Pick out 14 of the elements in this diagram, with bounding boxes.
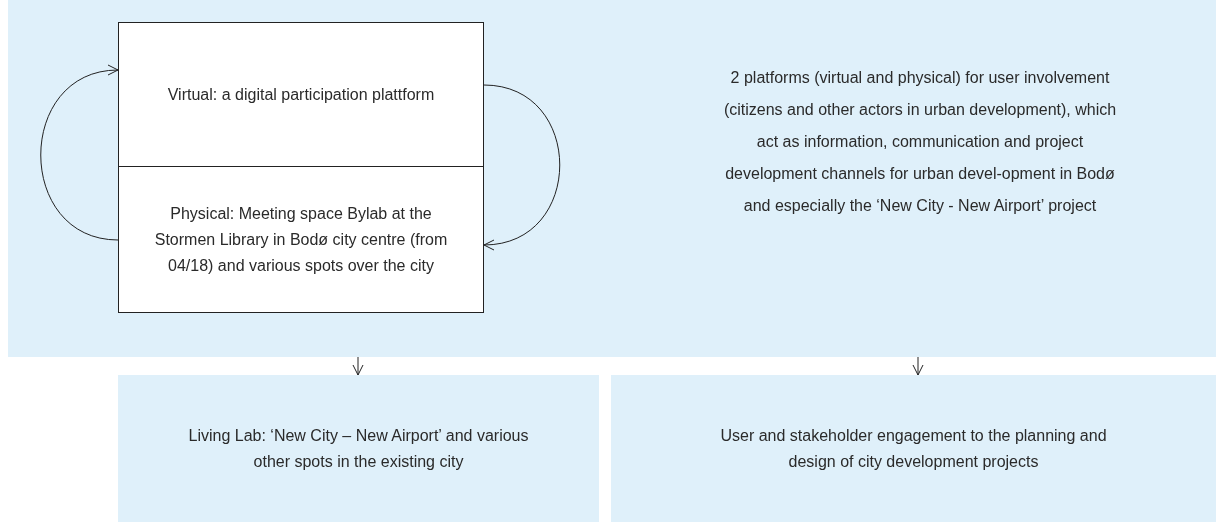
arrow	[912, 356, 924, 376]
arrow	[40, 65, 119, 241]
arrow	[483, 84, 561, 250]
box-text: Virtual: a digital participation plattform	[166, 84, 436, 105]
text-box	[611, 375, 1216, 522]
box-text: Living Lab: ‘New City – New Airport’ and various other spots in the existing city	[187, 425, 530, 472]
description-text: 2 platforms (virtual and physical) for user involvement (citizens and other actors in urban development), which act as information, communication and project development channels for urban devel-opment in Bodø and especially the ‘New City - New Airport’ project	[722, 68, 1118, 216]
box-text: User and stakeholder engagement to the planning and design of city development projects	[719, 425, 1108, 472]
panel	[8, 0, 1216, 357]
text-box	[118, 375, 599, 522]
box-text: Physical: Meeting space Bylab at the Stormen Library in Bodø city centre (from 04/18) and various spots over the city	[153, 203, 449, 276]
text-box	[118, 166, 484, 313]
text-box	[118, 22, 484, 167]
arrow	[352, 356, 364, 376]
